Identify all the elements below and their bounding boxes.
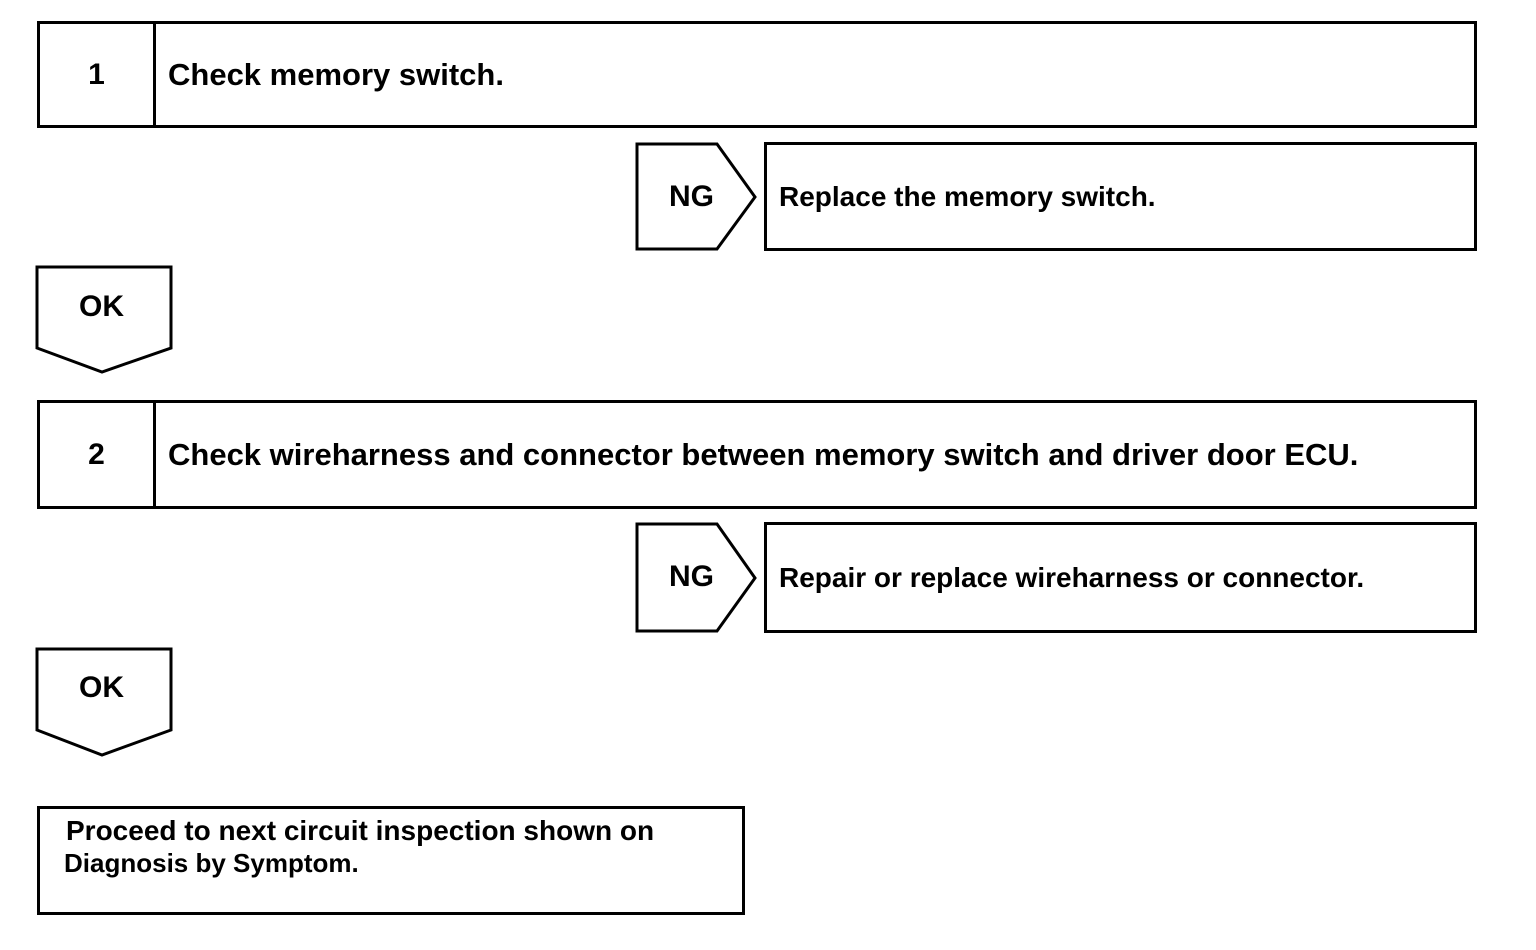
ok-arrow-shape bbox=[35, 647, 173, 757]
step-2-box: 2 Check wireharness and connector betwee… bbox=[37, 400, 1477, 509]
step-number: 2 bbox=[40, 403, 156, 506]
final-step-box: Proceed to next circuit inspection shown… bbox=[37, 806, 745, 915]
ng-arrow-shape bbox=[635, 522, 757, 633]
ng-result-box: Replace the memory switch. bbox=[764, 142, 1477, 251]
ng-result-text: Repair or replace wireharness or connect… bbox=[779, 561, 1365, 593]
ng-label: NG bbox=[669, 180, 714, 213]
step-1-box: 1 Check memory switch. bbox=[37, 21, 1477, 128]
step-text: Check wireharness and connector between … bbox=[168, 436, 1359, 472]
ok-label: OK bbox=[79, 290, 124, 323]
final-text-line2: Diagnosis by Symptom. bbox=[64, 848, 359, 878]
ok-arrow-shape bbox=[35, 265, 173, 374]
ng-result-text: Replace the memory switch. bbox=[779, 180, 1156, 212]
step-number: 1 bbox=[40, 24, 156, 125]
ng-result-box: Repair or replace wireharness or connect… bbox=[764, 522, 1477, 633]
ng-arrow-shape bbox=[635, 142, 757, 251]
ng-label: NG bbox=[669, 560, 714, 593]
ok-label: OK bbox=[79, 671, 124, 704]
step-text: Check memory switch. bbox=[168, 56, 504, 92]
final-text-line1: Proceed to next circuit inspection shown… bbox=[66, 815, 655, 846]
